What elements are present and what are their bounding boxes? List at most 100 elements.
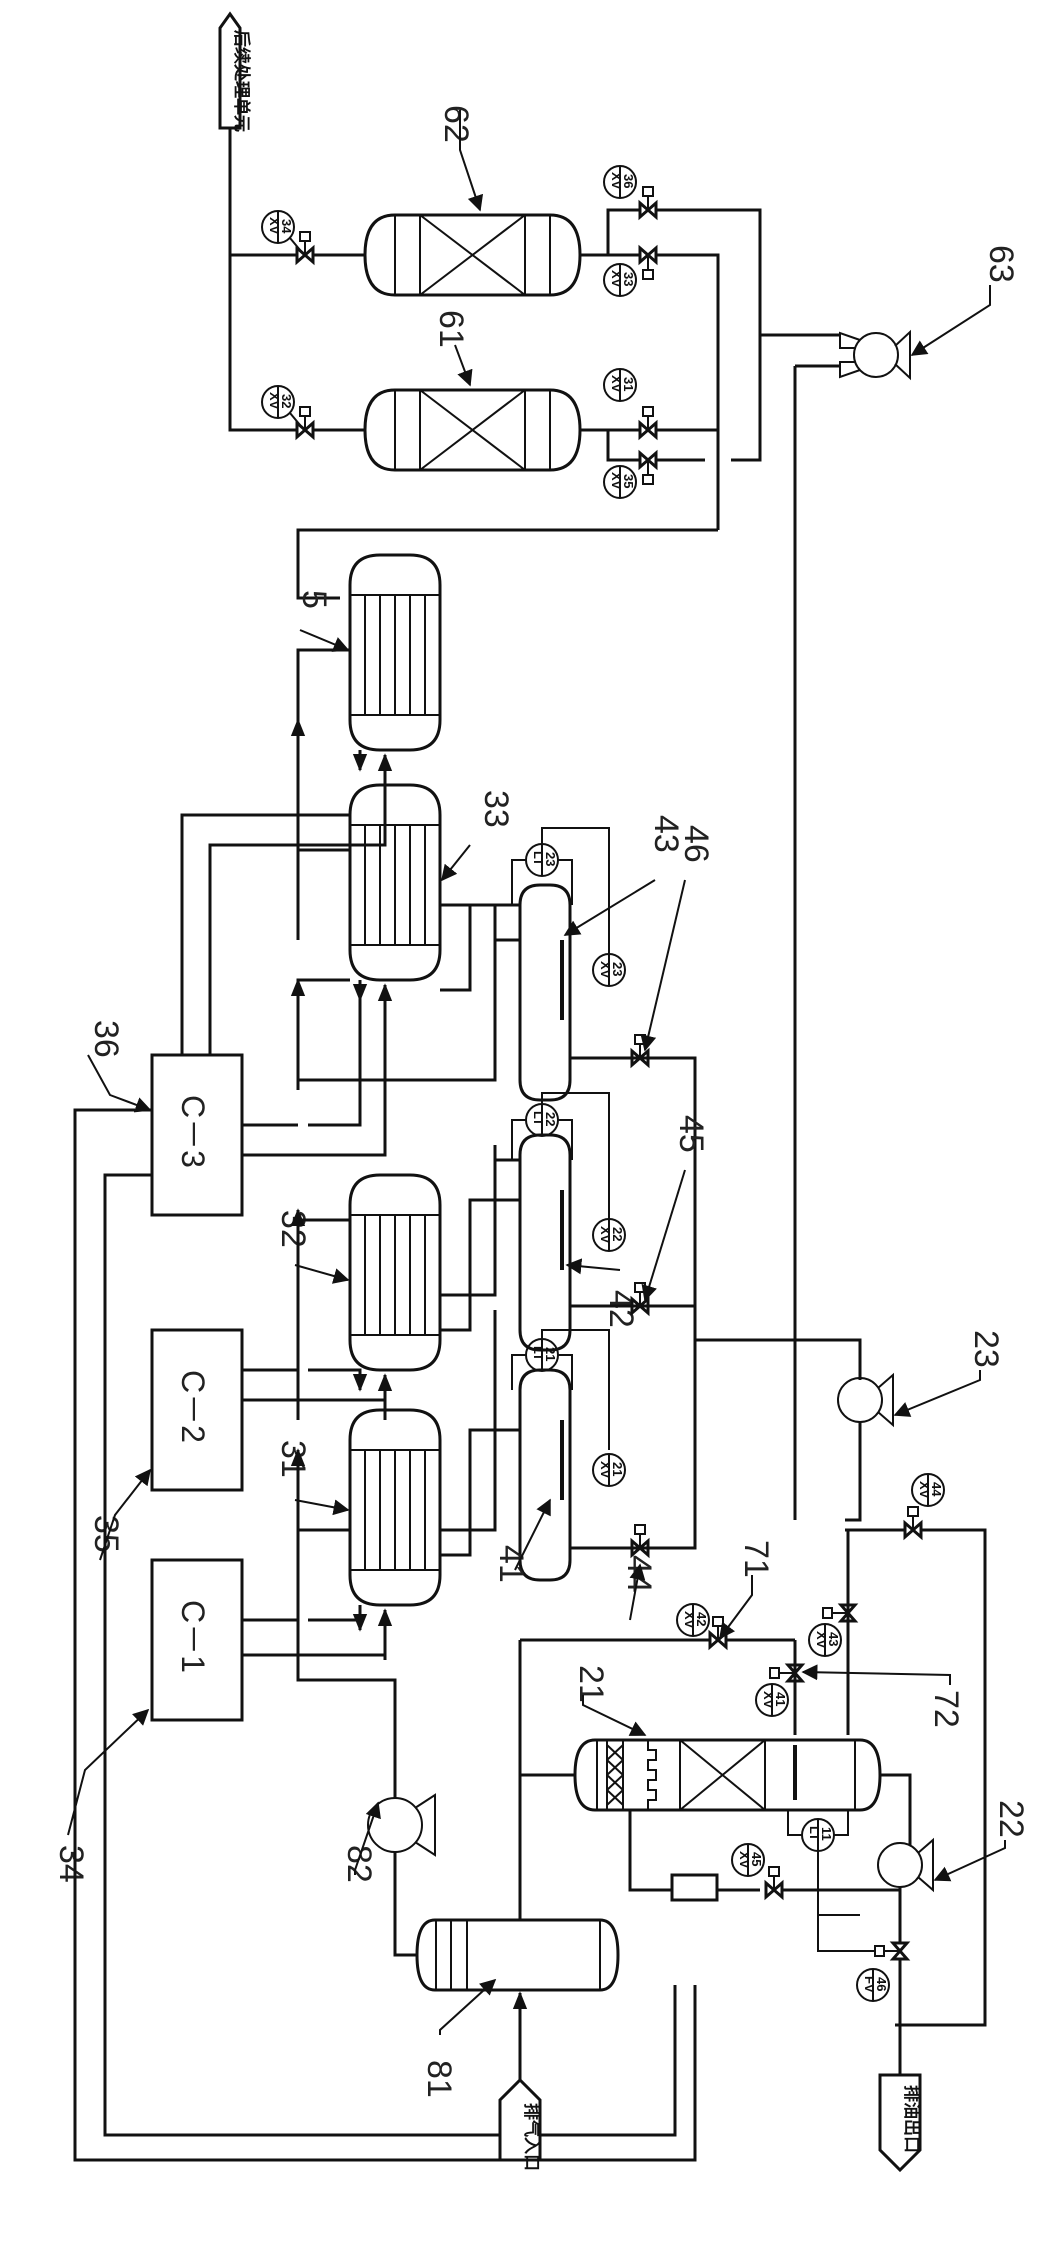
valve-xv36[interactable] bbox=[638, 186, 658, 221]
valve-xv43[interactable] bbox=[822, 1603, 859, 1623]
svg-text:41: 41 bbox=[773, 1692, 788, 1706]
level-transmitter-lt21: LT 21 bbox=[525, 1338, 559, 1372]
c3-return-inner bbox=[103, 1173, 677, 2137]
label-46: 46 bbox=[677, 825, 715, 863]
separator-43 bbox=[518, 883, 572, 1102]
xv44-line bbox=[845, 1528, 987, 2027]
instrument-xv33: XV 33 bbox=[603, 263, 637, 297]
svg-text:33: 33 bbox=[621, 272, 636, 286]
svg-text:42: 42 bbox=[694, 1612, 709, 1626]
downstream-terminal-label: 后续处理单元 bbox=[231, 30, 252, 132]
leader-21 bbox=[582, 1695, 647, 1736]
svg-text:XV: XV bbox=[267, 392, 282, 410]
c1-line-b bbox=[242, 1653, 387, 1660]
svg-text:LT: LT bbox=[807, 1826, 822, 1841]
drain-header bbox=[695, 1338, 862, 1380]
leader-82 bbox=[354, 1801, 381, 1875]
drain-41 bbox=[570, 1190, 697, 1550]
lt11-lines bbox=[787, 1810, 860, 1916]
valve-xv34[interactable] bbox=[295, 231, 315, 266]
label-62: 62 bbox=[437, 105, 475, 143]
svg-text:43: 43 bbox=[826, 1632, 841, 1646]
gas-33-link bbox=[296, 848, 350, 940]
svg-text:C－1: C－1 bbox=[175, 1600, 211, 1673]
svg-text:35: 35 bbox=[621, 474, 636, 488]
svg-text:XV: XV bbox=[598, 1461, 613, 1479]
label-61: 61 bbox=[432, 310, 470, 348]
leader-5 bbox=[299, 629, 350, 652]
label-5: 5 bbox=[295, 590, 333, 609]
valve-xv45[interactable] bbox=[764, 1866, 784, 1901]
c2-line-a bbox=[242, 1368, 362, 1390]
svg-text:XV: XV bbox=[609, 172, 624, 190]
oil-separator-21 bbox=[573, 1738, 882, 1812]
svg-text:XV: XV bbox=[682, 1611, 697, 1629]
svg-text:21: 21 bbox=[610, 1462, 625, 1476]
label-63: 63 bbox=[982, 245, 1020, 283]
instrument-xv34: XV 34 bbox=[261, 210, 301, 251]
svg-text:11: 11 bbox=[819, 1827, 834, 1841]
condenser-31 bbox=[348, 1408, 442, 1607]
instrument-xv36: XV 36 bbox=[603, 165, 637, 199]
valve-fv46[interactable] bbox=[874, 1941, 911, 1961]
instrument-fv46: FV 46 bbox=[856, 1968, 890, 2002]
oil-outlet-label: 排油出口 bbox=[901, 2085, 922, 2153]
c1-line-a bbox=[242, 1618, 362, 1630]
label-72: 72 bbox=[927, 1690, 965, 1728]
svg-text:XV: XV bbox=[609, 270, 624, 288]
oil-outlet-terminal: 排油出口 bbox=[878, 2073, 922, 2173]
svg-text:XV: XV bbox=[267, 217, 282, 235]
valve-xv35[interactable] bbox=[638, 449, 658, 485]
instrument-xv31: XV 31 bbox=[603, 368, 637, 402]
leader-33 bbox=[441, 844, 471, 882]
c3-line-b bbox=[242, 1030, 387, 1157]
c3-supply-b bbox=[208, 800, 387, 1055]
label-81: 81 bbox=[420, 2060, 458, 2098]
gas-in-31 bbox=[296, 1528, 350, 1625]
valve-xv44[interactable] bbox=[903, 1506, 923, 1541]
instrument-xv21: XV 21 bbox=[592, 1453, 626, 1487]
instrument-xv41: XV 41 bbox=[755, 1683, 789, 1717]
svg-text:34: 34 bbox=[279, 219, 294, 234]
valve-xv21[interactable] bbox=[630, 1524, 650, 1559]
valve-xv33[interactable] bbox=[638, 244, 658, 280]
valve-xv31[interactable] bbox=[638, 406, 658, 441]
pump-22 bbox=[877, 1837, 934, 1893]
valve-xv32[interactable] bbox=[295, 406, 315, 441]
leader-34 bbox=[67, 1708, 150, 1836]
chiller-c3: C－3 bbox=[150, 1053, 244, 1217]
leader-31 bbox=[294, 1499, 350, 1516]
svg-text:31: 31 bbox=[621, 377, 636, 391]
valve-xv41[interactable] bbox=[769, 1663, 806, 1683]
svg-text:23: 23 bbox=[610, 962, 625, 976]
leader-61 bbox=[454, 344, 473, 387]
chiller-c2: C－2 bbox=[150, 1328, 244, 1492]
pipe-xv33-out bbox=[656, 253, 720, 530]
svg-text:C－3: C－3 bbox=[175, 1095, 211, 1168]
instrument-xv35: XV 35 bbox=[603, 465, 637, 499]
pipe-from-63 bbox=[793, 364, 840, 1520]
filter-unit bbox=[670, 1873, 719, 1902]
label-43: 43 bbox=[647, 815, 685, 853]
level-transmitter-lt22: LT 22 bbox=[525, 1103, 559, 1137]
label-22: 22 bbox=[992, 1800, 1030, 1838]
leader-44 bbox=[629, 1563, 646, 1621]
gas-in-5 bbox=[296, 648, 350, 720]
svg-text:23: 23 bbox=[543, 852, 558, 866]
pipe-32-to-42 bbox=[440, 1198, 520, 1332]
leader-23 bbox=[893, 1370, 981, 1417]
lt23-lines bbox=[511, 827, 610, 955]
c3-return-outer bbox=[73, 1108, 697, 2162]
pipe-82-81 bbox=[393, 1852, 417, 1957]
svg-text:LT: LT bbox=[531, 1111, 546, 1126]
leader-81 bbox=[439, 1978, 497, 2035]
drain-43 bbox=[570, 1056, 697, 1190]
valve-xv23[interactable] bbox=[630, 1034, 650, 1069]
label-21: 21 bbox=[572, 1665, 610, 1703]
svg-text:XV: XV bbox=[737, 1851, 752, 1869]
svg-text:36: 36 bbox=[621, 174, 636, 188]
downstream-terminal: 后续处理单元 bbox=[218, 11, 252, 132]
downstream-pipe bbox=[228, 128, 305, 257]
leader-71 bbox=[719, 1575, 753, 1640]
pipe-33-to-43 bbox=[440, 903, 520, 992]
